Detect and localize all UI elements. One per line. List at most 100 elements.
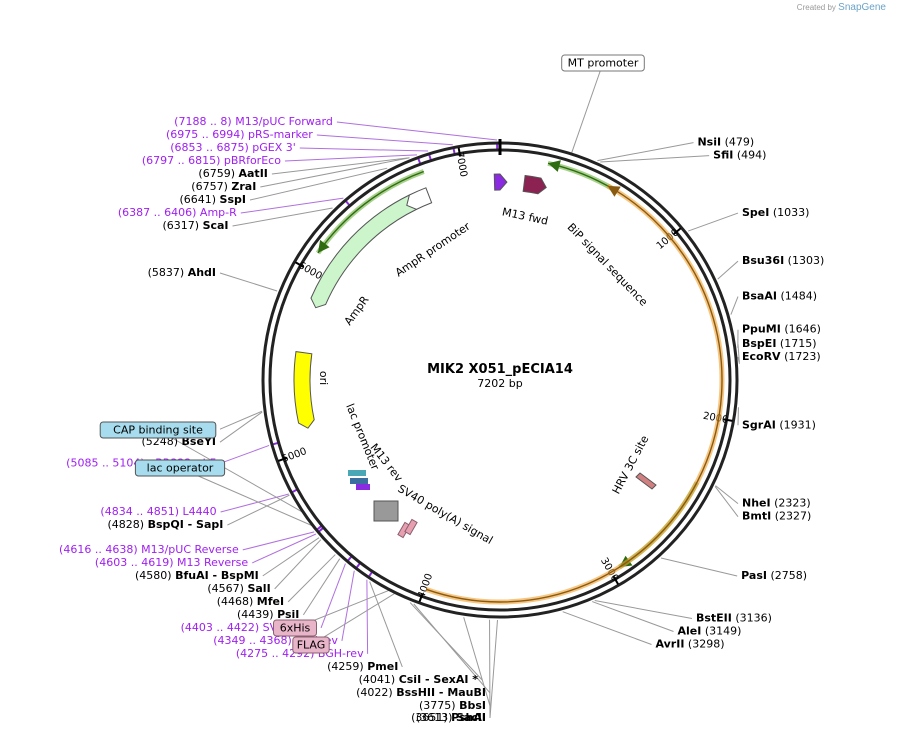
leader-line — [661, 558, 737, 576]
leader-line — [731, 297, 738, 315]
ruler-tick-label: 4000 — [416, 572, 435, 600]
site-name: L4440 — [182, 505, 216, 518]
leader-line — [221, 494, 289, 512]
site-coord: (479) — [725, 136, 755, 149]
leader-line — [220, 273, 277, 291]
site-name: Amp-R — [200, 206, 237, 219]
boxed-label-lac-operator: lac operator — [147, 462, 214, 475]
site-coord: (1931) — [779, 418, 816, 431]
leader-line — [220, 445, 269, 463]
site-coord: (4403 .. 4422) — [181, 621, 260, 634]
site-name: BspQI - SapI — [148, 518, 224, 531]
feature-ampr-promoter — [407, 188, 432, 210]
site-label-sacii: (3613) SacII — [416, 711, 486, 724]
site-name: PmeI — [367, 660, 398, 673]
site-label-pgex-3: (6853 .. 6875) pGEX 3' — [170, 141, 296, 154]
snapgene-credit: Created by SnapGene — [797, 2, 886, 13]
site-coord: (4041) — [359, 673, 396, 686]
site-label-bsaai: BsaAI (1484) — [742, 290, 817, 303]
ruler-tick-label: 7000 — [453, 151, 468, 178]
site-label-alei: AleI (3149) — [678, 625, 742, 638]
site-name: BsaAI — [742, 290, 777, 303]
site-name: SfiI — [713, 149, 733, 162]
boxed-label-mt-promoter: MT promoter — [568, 57, 639, 70]
feature-label-ampr: AmpR — [342, 293, 372, 328]
site-label-nsii: NsiI (479) — [697, 136, 754, 149]
ruler-tick-label: 5000 — [281, 446, 309, 465]
site-coord: (1033) — [773, 206, 810, 219]
feature-bip-signal-sequence — [523, 176, 546, 194]
site-label-psii: (4439) PsiI — [237, 608, 299, 621]
site-name: AatII — [239, 167, 268, 180]
feature-label-ampr-promoter: AmpR promoter — [393, 219, 473, 279]
hrv-3c-site-mark — [636, 473, 656, 489]
site-name: SalI — [247, 582, 270, 595]
site-label-pasi: PasI (2758) — [741, 569, 807, 582]
site-coord: (6641) — [179, 193, 216, 206]
site-name: CsiI - SexAI * — [399, 673, 479, 686]
site-label-zrai: (6757) ZraI — [191, 180, 256, 193]
boxed-label-cap-binding-site: CAP binding site — [113, 424, 203, 437]
site-label-bspqi-sapi: (4828) BspQI - SapI — [108, 518, 224, 531]
leader-line — [688, 213, 738, 231]
site-coord: (4828) — [108, 518, 145, 531]
site-label-ahdi: (5837) AhdI — [148, 266, 216, 279]
leader-line — [252, 534, 316, 563]
boxed-label-flag: FLAG — [297, 639, 326, 652]
site-label-scai: (6317) ScaI — [162, 219, 228, 232]
site-name: AvrII — [656, 638, 685, 651]
site-coord: (6853 .. 6875) — [170, 141, 249, 154]
site-coord: (4616 .. 4638) — [59, 543, 138, 556]
site-name: AhdI — [188, 266, 216, 279]
site-name: SpeI — [742, 206, 769, 219]
site-coord: (5085 .. 5104) — [66, 456, 145, 469]
leader-line — [243, 532, 314, 550]
site-name: pGEX 3' — [252, 141, 296, 154]
ruler-tick-label: 6000 — [296, 260, 324, 282]
site-coord: (4259) — [327, 660, 364, 673]
orf-arc-line — [619, 482, 697, 567]
site-name: SgrAI — [742, 418, 776, 431]
cap-site-mark — [350, 478, 368, 484]
feature-label-lac-promoter: lac promoter — [343, 402, 382, 473]
site-label-prs-marker: (6975 .. 6994) pRS-marker — [166, 128, 313, 141]
site-label-bbsi: (3775) BbsI — [419, 699, 486, 712]
lac-operator-mark — [348, 470, 366, 476]
site-coord: (1715) — [780, 337, 817, 350]
site-label-bsshii-maubi: (4022) BssHII - MauBI — [356, 686, 486, 699]
site-coord: (6759) — [198, 167, 235, 180]
site-name: Bsu36I — [742, 254, 784, 267]
site-label-bmti: BmtI (2327) — [742, 510, 811, 523]
feature-label-ori: ori — [317, 371, 330, 385]
site-name: BspEI — [742, 337, 776, 350]
snapgene-logo: SnapGene — [838, 2, 886, 13]
site-name: pRS-marker — [248, 128, 313, 141]
site-coord: (3775) — [419, 699, 456, 712]
site-label-bspei: BspEI (1715) — [742, 337, 817, 350]
site-label-nhei: NheI (2323) — [742, 497, 811, 510]
site-label-ecorv: EcoRV (1723) — [742, 350, 821, 363]
credit-prefix: Created by — [797, 3, 836, 12]
site-label-pbrforeco: (6797 .. 6815) pBRforEco — [142, 154, 281, 167]
feature-label-bip-signal-sequence: BiP signal sequence — [565, 221, 651, 309]
site-label-bsteii: BstEII (3136) — [696, 612, 772, 625]
feature-m13-fwd — [494, 174, 507, 190]
site-coord: (4834 .. 4851) — [100, 505, 179, 518]
site-coord: (6975 .. 6994) — [166, 128, 245, 141]
leader-line — [490, 620, 497, 718]
site-coord: (3613) — [416, 711, 453, 724]
leader-line — [288, 555, 335, 602]
leader-line — [597, 143, 693, 161]
leader-line — [300, 148, 428, 151]
site-name: SacII — [456, 711, 486, 724]
site-coord: (4603 .. 4619) — [95, 556, 174, 569]
site-coord: (3298) — [688, 638, 725, 651]
site-name: BssHII - MauBI — [396, 686, 486, 699]
site-coord: (4567) — [207, 582, 244, 595]
site-coord: (1646) — [784, 323, 821, 336]
site-name: M13/pUC Forward — [235, 115, 333, 128]
leader-line — [718, 261, 738, 279]
site-name: M13/pUC Reverse — [141, 543, 239, 556]
